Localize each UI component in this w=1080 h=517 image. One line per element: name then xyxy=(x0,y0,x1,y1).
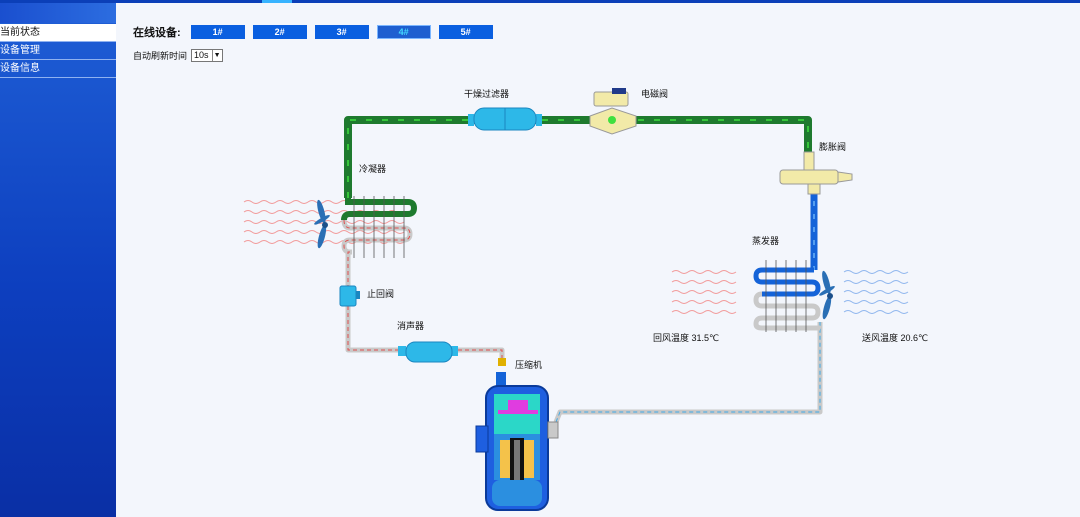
sidebar-header xyxy=(0,3,116,23)
solenoid-valve-icon xyxy=(589,88,637,135)
supply-air-waves xyxy=(843,270,909,314)
condenser-coil xyxy=(341,196,418,258)
online-devices-label: 在线设备: xyxy=(133,27,181,39)
dryer-filter-icon xyxy=(468,107,542,131)
solenoid-valve-label: 电磁阀 xyxy=(641,89,669,99)
refresh-label: 自动刷新时间 xyxy=(133,50,188,61)
dryer-filter-label: 干燥过滤器 xyxy=(464,89,510,99)
compressor-icon xyxy=(475,358,559,511)
compressor-label: 压缩机 xyxy=(515,360,543,370)
refrigeration-diagram: 干燥过滤器 电磁阀 膨胀阀 冷凝器 蒸发器 止回阀 消声器 压缩机 回风温度 3… xyxy=(116,60,1080,517)
device-button-1[interactable]: 1# xyxy=(190,25,245,39)
sidebar-item-current-status[interactable]: 当前状态 xyxy=(0,24,116,42)
return-air-temperature: 回风温度 31.5℃ xyxy=(653,333,720,343)
sidebar-item-device-info[interactable]: 设备信息 xyxy=(0,60,116,78)
liquid-line xyxy=(344,116,812,198)
top-bar-indicator xyxy=(262,0,292,3)
check-valve-icon xyxy=(339,285,360,307)
suction-line xyxy=(553,322,823,423)
condenser-fan-icon xyxy=(314,199,330,249)
return-air-waves xyxy=(671,270,737,314)
device-button-4[interactable]: 4# xyxy=(376,25,431,39)
sidebar-item-device-management[interactable]: 设备管理 xyxy=(0,42,116,60)
check-valve-label: 止回阀 xyxy=(367,289,395,299)
refresh-interval-select[interactable]: 10s ▼ xyxy=(191,48,223,62)
muffler-icon xyxy=(398,341,458,363)
refrigeration-schematic xyxy=(243,88,909,511)
evaporator-coil xyxy=(753,260,821,332)
sidebar: 当前状态 设备管理 设备信息 xyxy=(0,3,116,517)
device-button-3[interactable]: 3# xyxy=(314,25,369,39)
evaporator-fan-icon xyxy=(819,270,835,320)
expansion-valve-icon xyxy=(779,151,853,195)
device-button-2[interactable]: 2# xyxy=(252,25,307,39)
expansion-valve-label: 膨胀阀 xyxy=(819,142,847,152)
evaporator-label: 蒸发器 xyxy=(752,236,780,246)
device-selector: 在线设备: 1# 2# 3# 4# 5# xyxy=(133,25,501,39)
sidebar-menu: 当前状态 设备管理 设备信息 xyxy=(0,24,116,78)
muffler-label: 消声器 xyxy=(397,321,425,331)
top-bar xyxy=(0,0,1080,3)
condenser-label: 冷凝器 xyxy=(359,164,387,174)
refresh-control: 自动刷新时间 10s ▼ xyxy=(133,48,223,62)
supply-air-temperature: 送风温度 20.6℃ xyxy=(862,333,929,343)
device-button-5[interactable]: 5# xyxy=(438,25,493,39)
chevron-down-icon: ▼ xyxy=(211,49,222,61)
refresh-interval-value: 10s xyxy=(194,50,209,60)
